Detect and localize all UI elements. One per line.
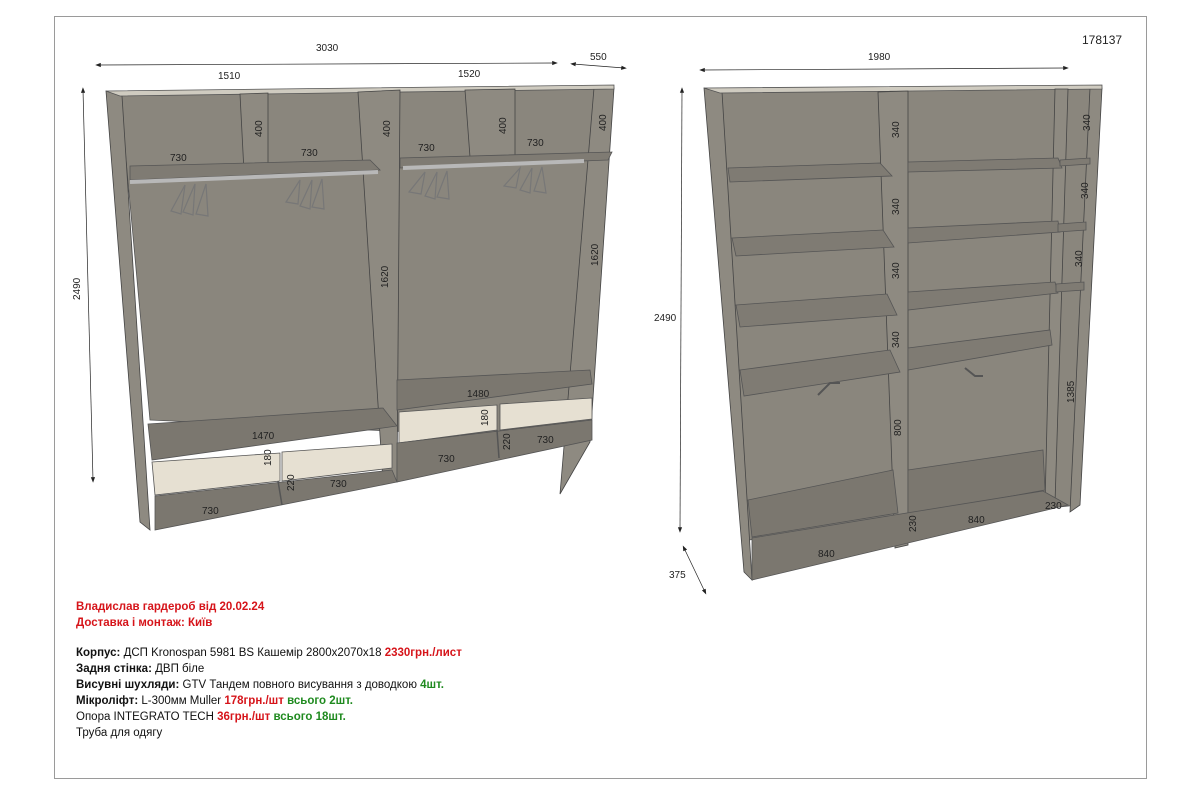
- dim-shelf-height-1: 400: [254, 120, 265, 137]
- dim-base-h-right: 220: [502, 433, 513, 450]
- dim-shelf-width-4: 730: [527, 138, 544, 149]
- order-notes: Владислав гардероб від 20.02.24 Доставка…: [76, 599, 462, 741]
- dim-shelf-width-2: 730: [301, 148, 318, 159]
- lift-1-icon: [817, 382, 840, 396]
- left-drawer-1: [151, 452, 281, 496]
- right-top-panel: [703, 84, 1103, 94]
- right-shelf-l3: [735, 293, 898, 328]
- dim-shelf-width-1: 730: [170, 153, 187, 164]
- dim-shelf-width-3: 730: [418, 143, 435, 154]
- dim-bottom-shelf-left: 1470: [252, 431, 275, 442]
- note-drawers: Висувні шухляди: GTV Тандем повного вису…: [76, 679, 444, 691]
- left-bottom-shelf-1: [147, 407, 398, 461]
- dim-right-height: 2490: [654, 313, 677, 324]
- note-rod: Труба для одягу: [76, 727, 163, 739]
- dim-1385: 1385: [1066, 380, 1077, 403]
- note-back: Задня стінка: ДВП біле: [76, 663, 205, 675]
- left-base-2: [396, 419, 593, 483]
- right-shelf-l1: [727, 162, 893, 183]
- left-upper-shelf-2: [399, 151, 613, 169]
- right-wardrobe: [703, 84, 1103, 582]
- right-shelf-r5: [907, 449, 1046, 516]
- left-drawer-4: [499, 397, 593, 431]
- dim-depth: 550: [590, 52, 607, 63]
- dim-right-depth: 375: [669, 570, 686, 581]
- dim-340-b: 340: [891, 198, 902, 215]
- right-shelf-r4: [907, 329, 1053, 371]
- dim-340-e: 340: [1082, 114, 1093, 131]
- dim-840-b: 840: [818, 549, 835, 560]
- right-center-divider: [877, 90, 909, 549]
- right-shelf-r1: [907, 157, 1063, 173]
- note-delivery: Доставка і монтаж: Київ: [76, 617, 213, 629]
- right-shelf-r3: [907, 281, 1059, 311]
- left-rod-1: [129, 170, 379, 184]
- dim-drawer-h-left: 180: [263, 449, 274, 466]
- right-narrow-shelf-1: [1059, 157, 1091, 167]
- dim-340-f: 340: [1080, 182, 1091, 199]
- dim-340-c: 340: [891, 262, 902, 279]
- left-wardrobe: [105, 84, 615, 531]
- order-number: 178137: [1082, 33, 1122, 47]
- left-upper-shelf-1: [129, 159, 381, 181]
- dim-230-a: 230: [908, 515, 919, 532]
- lift-2-icon: [964, 367, 983, 377]
- dim-base-width-3: 730: [438, 454, 455, 465]
- dim-right-width: 1980: [868, 52, 891, 63]
- dim-right-section-width: 1520: [458, 69, 481, 80]
- dim-hanging-right: 1620: [590, 243, 601, 266]
- left-top-panel: [105, 84, 615, 97]
- right-base: [751, 490, 1070, 581]
- dim-800: 800: [893, 419, 904, 436]
- dim-hanging-left: 1620: [380, 265, 391, 288]
- dim-340-g: 340: [1074, 250, 1085, 267]
- note-body: Корпус: ДСП Kronospan 5981 BS Кашемір 28…: [76, 647, 462, 659]
- dim-840-a: 840: [968, 515, 985, 526]
- hangers-group: [170, 165, 547, 217]
- dim-total-width: 3030: [316, 43, 339, 54]
- dim-bottom-shelf-right: 1480: [467, 389, 490, 400]
- dim-shelf-height-2: 400: [382, 120, 393, 137]
- dim-base-h-left: 220: [286, 474, 297, 491]
- note-lift: Мікроліфт: L-300мм Muller 178грн./шт всь…: [76, 695, 354, 707]
- left-bottom-shelf-2: [396, 369, 593, 411]
- left-rod-2: [402, 159, 585, 170]
- dim-230-b: 230: [1045, 501, 1062, 512]
- dim-shelf-height-3: 400: [498, 117, 509, 134]
- dim-base-width-1: 730: [202, 506, 219, 517]
- note-title: Владислав гардероб від 20.02.24: [76, 601, 265, 613]
- dim-left-section-width: 1510: [218, 71, 241, 82]
- right-narrow-shelf-2: [1057, 221, 1087, 233]
- right-dimension-lines: [677, 65, 1069, 595]
- dim-shelf-height-4: 400: [598, 114, 609, 131]
- dim-340-d: 340: [891, 331, 902, 348]
- dim-base-width-2: 730: [330, 479, 347, 490]
- left-dimension-lines: [80, 60, 627, 483]
- right-shelf-l2: [731, 229, 895, 257]
- dim-340-a: 340: [891, 121, 902, 138]
- dim-height-left: 2490: [72, 277, 83, 300]
- right-shelf-l5: [747, 469, 899, 538]
- dim-base-width-4: 730: [537, 435, 554, 446]
- right-shelf-l4: [739, 349, 901, 397]
- dim-drawer-h-right: 180: [480, 409, 491, 426]
- left-drawer-2: [281, 443, 393, 482]
- note-support: Опора INTEGRATO TECH 36грн./шт всього 18…: [76, 711, 346, 723]
- right-narrow-shelf-3: [1055, 281, 1085, 293]
